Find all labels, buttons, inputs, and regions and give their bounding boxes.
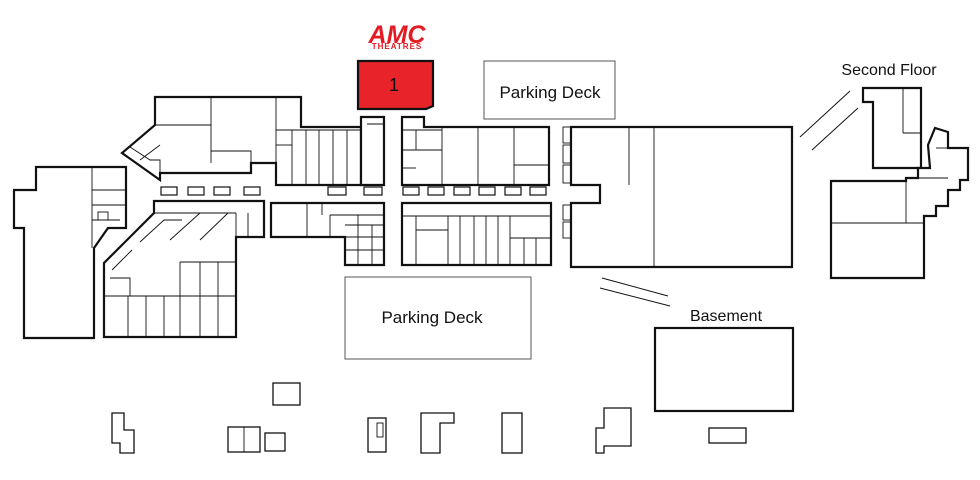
second-floor-section[interactable]: Second Floor xyxy=(829,62,970,280)
basement-label: Basement xyxy=(690,308,763,325)
northwest-wing[interactable] xyxy=(120,95,363,187)
amc-store-number: 1 xyxy=(389,75,399,95)
parking-deck-top: Parking Deck xyxy=(483,60,616,120)
southwest-wing[interactable] xyxy=(102,199,266,339)
corridor-kiosks xyxy=(160,186,547,196)
floor-connector-lines xyxy=(599,90,859,307)
second-floor-label: Second Floor xyxy=(841,62,937,79)
amc-logo-wordmark: AMC xyxy=(368,21,427,49)
basement-section[interactable]: Basement xyxy=(653,308,795,413)
west-anchor-building[interactable] xyxy=(12,165,128,340)
parking-deck-bottom-label: Parking Deck xyxy=(381,308,483,327)
east-anchor-building[interactable] xyxy=(562,125,794,269)
amc-theatre-location[interactable]: 1 xyxy=(356,59,435,111)
parking-deck-bottom: Parking Deck xyxy=(344,276,532,360)
center-north-block[interactable] xyxy=(400,115,551,187)
amc-logo-subtext: THEATRES xyxy=(372,42,423,51)
parking-deck-top-label: Parking Deck xyxy=(499,83,601,102)
amc-connector[interactable] xyxy=(359,115,386,187)
amc-logo: AMC THEATRES xyxy=(368,21,427,51)
outparcel-buildings xyxy=(111,382,747,454)
south-center-right-block[interactable] xyxy=(400,201,553,267)
amc-store-highlight[interactable] xyxy=(356,59,435,111)
south-center-left-block[interactable] xyxy=(269,201,386,267)
